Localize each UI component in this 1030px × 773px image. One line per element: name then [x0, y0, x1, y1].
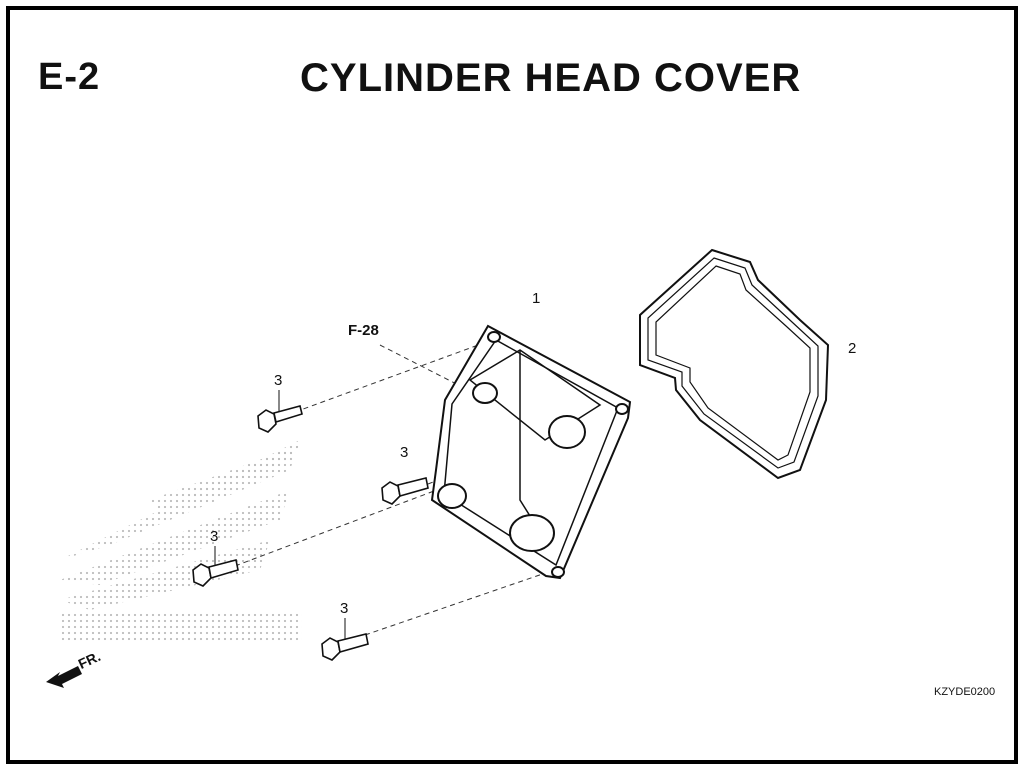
- part-ref-2: 2: [848, 340, 857, 357]
- gasket: [639, 248, 830, 480]
- cross-reference-label: F-28: [348, 322, 379, 339]
- bolt-3: [192, 559, 239, 587]
- part-ref-3c: 3: [210, 528, 219, 545]
- page-frame: [6, 6, 1018, 764]
- cylinder-head-cover: [430, 324, 632, 580]
- bolt-2: [381, 477, 429, 505]
- part-ref-3a: 3: [274, 372, 283, 389]
- leader-lines: [214, 390, 346, 640]
- section-code: E-2: [38, 56, 101, 98]
- bolt-4: [321, 633, 369, 661]
- honda-text-watermark: [62, 612, 302, 642]
- part-ref-3d: 3: [340, 600, 349, 617]
- bolt-1: [257, 405, 303, 433]
- part-ref-3b: 3: [400, 444, 409, 461]
- drawing-code: KZYDE0200: [934, 686, 996, 698]
- front-arrow-icon: [46, 666, 82, 688]
- part-ref-1: 1: [532, 290, 541, 307]
- page-title: CYLINDER HEAD COVER: [300, 56, 802, 100]
- honda-wing-watermark: [60, 440, 300, 610]
